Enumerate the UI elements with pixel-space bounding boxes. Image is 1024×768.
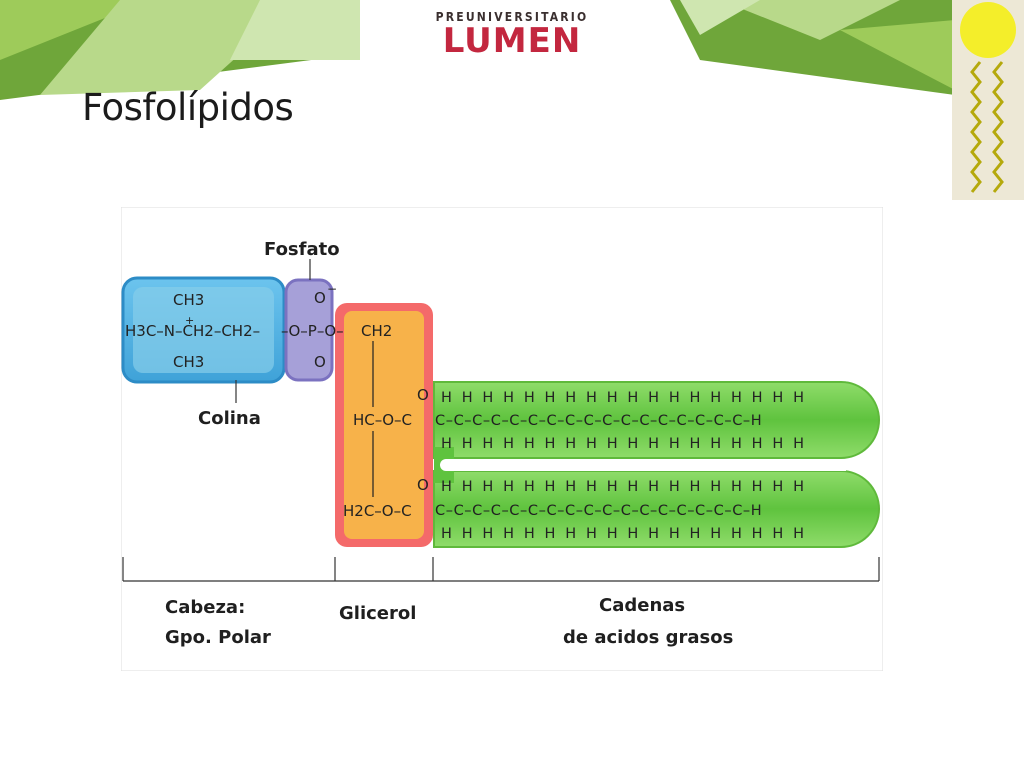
chain-1-c-row: C–C–C–C–C–C–C–C–C–C–C–C–C–C–C–C–C–H: [435, 413, 762, 429]
header-banner: [0, 0, 955, 100]
label-gpo-polar: Gpo. Polar: [165, 627, 271, 648]
label-fosfato: Fosfato: [264, 239, 340, 260]
chain-1-h-bottom: H H H H H H H H H H H H H H H H H H: [441, 436, 807, 452]
glycerol-top: CH2: [361, 322, 392, 340]
slide-title: Fosfolípidos: [82, 86, 294, 129]
label-acidos-grasos: de acidos grasos: [563, 627, 733, 648]
label-glicerol: Glicerol: [339, 603, 416, 624]
phosphate-charge: −: [327, 282, 337, 296]
carbonyl-o-2: O: [417, 476, 429, 494]
logo: PREUNIVERSITARIO LUMEN: [432, 10, 592, 59]
carbonyl-o-1: O: [417, 386, 429, 404]
phosphate-top-o: O: [314, 289, 326, 307]
phosphate-group: [284, 278, 334, 382]
chain-2-h-top: H H H H H H H H H H H H H H H H H H: [441, 479, 807, 495]
chain-1-h-top: H H H H H H H H H H H H H H H H H H: [441, 390, 807, 406]
chain-2-h-bottom: H H H H H H H H H H H H H H H H H H: [441, 526, 807, 542]
choline-charge: +: [185, 314, 194, 327]
fatty-acid-chain-2: [433, 470, 880, 548]
label-cabeza: Cabeza:: [165, 597, 245, 618]
logo-main-text: LUMEN: [442, 21, 582, 61]
label-cadenas: Cadenas: [599, 595, 685, 616]
label-colina: Colina: [198, 408, 261, 429]
glycerol-bottom: H2C–O–C: [343, 502, 412, 520]
phosphate-middle: –O–P–O–: [281, 322, 344, 340]
phospholipid-diagram: CH3 + H3C–N–CH2–CH2– CH3 O − –O–P–O– O C…: [121, 207, 883, 671]
glycerol-middle: HC–O–C: [353, 411, 412, 429]
phospholipid-thumbnail-icon: [952, 0, 1024, 200]
phosphate-bottom-o: O: [314, 353, 326, 371]
fatty-acid-chain-1: [433, 381, 880, 459]
chain-2-c-row: C–C–C–C–C–C–C–C–C–C–C–C–C–C–C–C–C–H: [435, 503, 762, 519]
logo-top-text: PREUNIVERSITARIO: [435, 10, 589, 24]
choline-top-ch3: CH3: [173, 291, 204, 309]
choline-bottom-ch3: CH3: [173, 353, 204, 371]
choline-chain: H3C–N–CH2–CH2–: [125, 322, 260, 340]
